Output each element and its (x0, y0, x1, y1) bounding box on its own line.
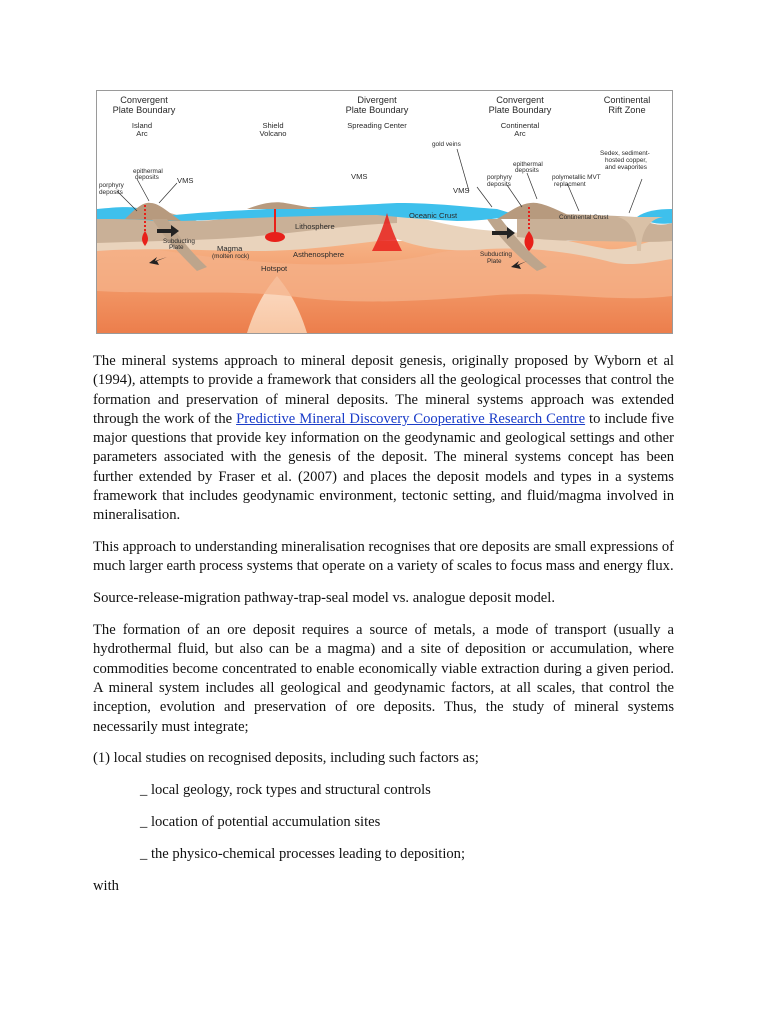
paragraph-2: This approach to understanding mineralis… (93, 538, 674, 577)
svg-text:Oceanic Crust: Oceanic Crust (409, 211, 458, 220)
divergent-heading-1: Divergent (357, 95, 397, 105)
svg-text:Convergent: Convergent (120, 95, 168, 105)
convergent-right-heading-2: Plate Boundary (489, 105, 552, 115)
paragraph-5: (1) local studies on recognised deposits… (93, 749, 674, 768)
p1-text-after: to include five major questions that pro… (93, 411, 674, 523)
svg-text:deposits: deposits (515, 167, 539, 174)
svg-text:Plate: Plate (487, 258, 502, 265)
svg-text:Continental Crust: Continental Crust (559, 214, 609, 221)
paragraph-6: with (93, 877, 674, 896)
svg-text:Plate Boundary: Plate Boundary (346, 105, 409, 115)
svg-text:Plate Boundary: Plate Boundary (113, 105, 176, 115)
subducting-right-label-2: Plate (487, 258, 502, 265)
svg-text:Plate: Plate (169, 244, 184, 251)
shield-volcano-label-2: Volcano (259, 129, 286, 138)
svg-text:Volcano: Volcano (259, 129, 286, 138)
pmd-crc-link[interactable]: Predictive Mineral Discovery Cooperative… (236, 411, 585, 427)
continental-arc-label-2: Arc (514, 129, 526, 138)
continental-crust-label: Continental Crust (559, 214, 609, 221)
subducting-left-label-2: Plate (169, 244, 184, 251)
svg-text:Convergent: Convergent (496, 95, 544, 105)
bullet-3: _ the physico-chemical processes leading… (93, 845, 674, 864)
porphyry-right-label-1: porphyry (487, 174, 513, 181)
epithermal-right-label-2: deposits (515, 167, 539, 174)
divergent-heading-2: Plate Boundary (346, 105, 409, 115)
svg-text:VMS: VMS (351, 172, 367, 181)
svg-text:hosted copper,: hosted copper, (605, 157, 647, 164)
svg-text:Rift Zone: Rift Zone (608, 105, 645, 115)
svg-text:gold veins: gold veins (432, 141, 461, 148)
convergent-left-heading-2: Plate Boundary (113, 105, 176, 115)
svg-text:Hotspot: Hotspot (261, 264, 288, 273)
polymetallic-label-1: polymetallic MVT (552, 174, 601, 181)
svg-text:Arc: Arc (136, 129, 148, 138)
paragraph-1: The mineral systems approach to mineral … (93, 352, 674, 526)
subducting-right-label-1: Subducting (480, 251, 512, 258)
svg-text:Continental: Continental (604, 95, 650, 105)
svg-text:Arc: Arc (514, 129, 526, 138)
svg-text:Spreading Center: Spreading Center (347, 121, 407, 130)
bullet-2: _ location of potential accumulation sit… (93, 813, 674, 832)
island-arc-volcano (125, 203, 181, 221)
svg-text:Lithosphere: Lithosphere (295, 222, 335, 231)
polymetallic-label-2: replacment (554, 181, 586, 188)
svg-text:VMS: VMS (453, 186, 469, 195)
oceanic-crust-label: Oceanic Crust (409, 211, 458, 220)
porphyry-right-label-2: deposits (487, 181, 511, 188)
svg-text:replacment: replacment (554, 181, 586, 188)
svg-text:VMS: VMS (177, 176, 193, 185)
svg-text:Plate Boundary: Plate Boundary (489, 105, 552, 115)
sedex-label-2: hosted copper, (605, 157, 647, 164)
porphyry-left-label-1: porphyry (99, 182, 125, 189)
sedex-label-1: Sedex, sediment- (600, 150, 650, 157)
lithosphere-label: Lithosphere (295, 222, 335, 231)
asthenosphere-label: Asthenosphere (293, 250, 344, 259)
convergent-right-heading-1: Convergent (496, 95, 544, 105)
svg-text:and evaporites: and evaporites (605, 164, 647, 171)
epithermal-left-label-2: deposits (135, 174, 159, 181)
vms-center-label: VMS (351, 172, 367, 181)
island-arc-label-2: Arc (136, 129, 148, 138)
svg-text:porphyry: porphyry (487, 174, 513, 181)
vms-left-label: VMS (177, 176, 193, 185)
shield-volcano (247, 202, 319, 209)
convergent-left-heading-1: Convergent (120, 95, 168, 105)
svg-text:Magma: Magma (217, 244, 243, 253)
svg-text:Asthenosphere: Asthenosphere (293, 250, 344, 259)
paragraph-4: The formation of an ore deposit requires… (93, 621, 674, 737)
svg-text:polymetallic MVT: polymetallic MVT (552, 174, 601, 181)
svg-text:deposits: deposits (487, 181, 511, 188)
paragraph-3: Source-release-migration pathway-trap-se… (93, 589, 674, 608)
body-text: The mineral systems approach to mineral … (93, 352, 674, 896)
continental-rift-heading-2: Rift Zone (608, 105, 645, 115)
porphyry-left-label-2: deposits (99, 189, 123, 196)
sedex-label-3: and evaporites (605, 164, 647, 171)
magma-label-1: Magma (217, 244, 243, 253)
bullet-1: _ local geology, rock types and structur… (93, 781, 674, 800)
svg-text:porphyry: porphyry (99, 182, 125, 189)
svg-text:Subducting: Subducting (480, 251, 512, 258)
magma-label-2: (molten rock) (212, 253, 249, 260)
svg-text:deposits: deposits (135, 174, 159, 181)
gold-veins-label: gold veins (432, 141, 461, 148)
svg-text:deposits: deposits (99, 189, 123, 196)
svg-text:(molten rock): (molten rock) (212, 253, 249, 260)
vms-right-label: VMS (453, 186, 469, 195)
continental-rift-heading-1: Continental (604, 95, 650, 105)
hotspot-label: Hotspot (261, 264, 288, 273)
svg-text:Divergent: Divergent (357, 95, 397, 105)
plate-tectonics-diagram: Convergent Plate Boundary Island Arc Shi… (96, 90, 673, 334)
spreading-center-label: Spreading Center (347, 121, 407, 130)
svg-text:Sedex, sediment-: Sedex, sediment- (600, 150, 650, 157)
